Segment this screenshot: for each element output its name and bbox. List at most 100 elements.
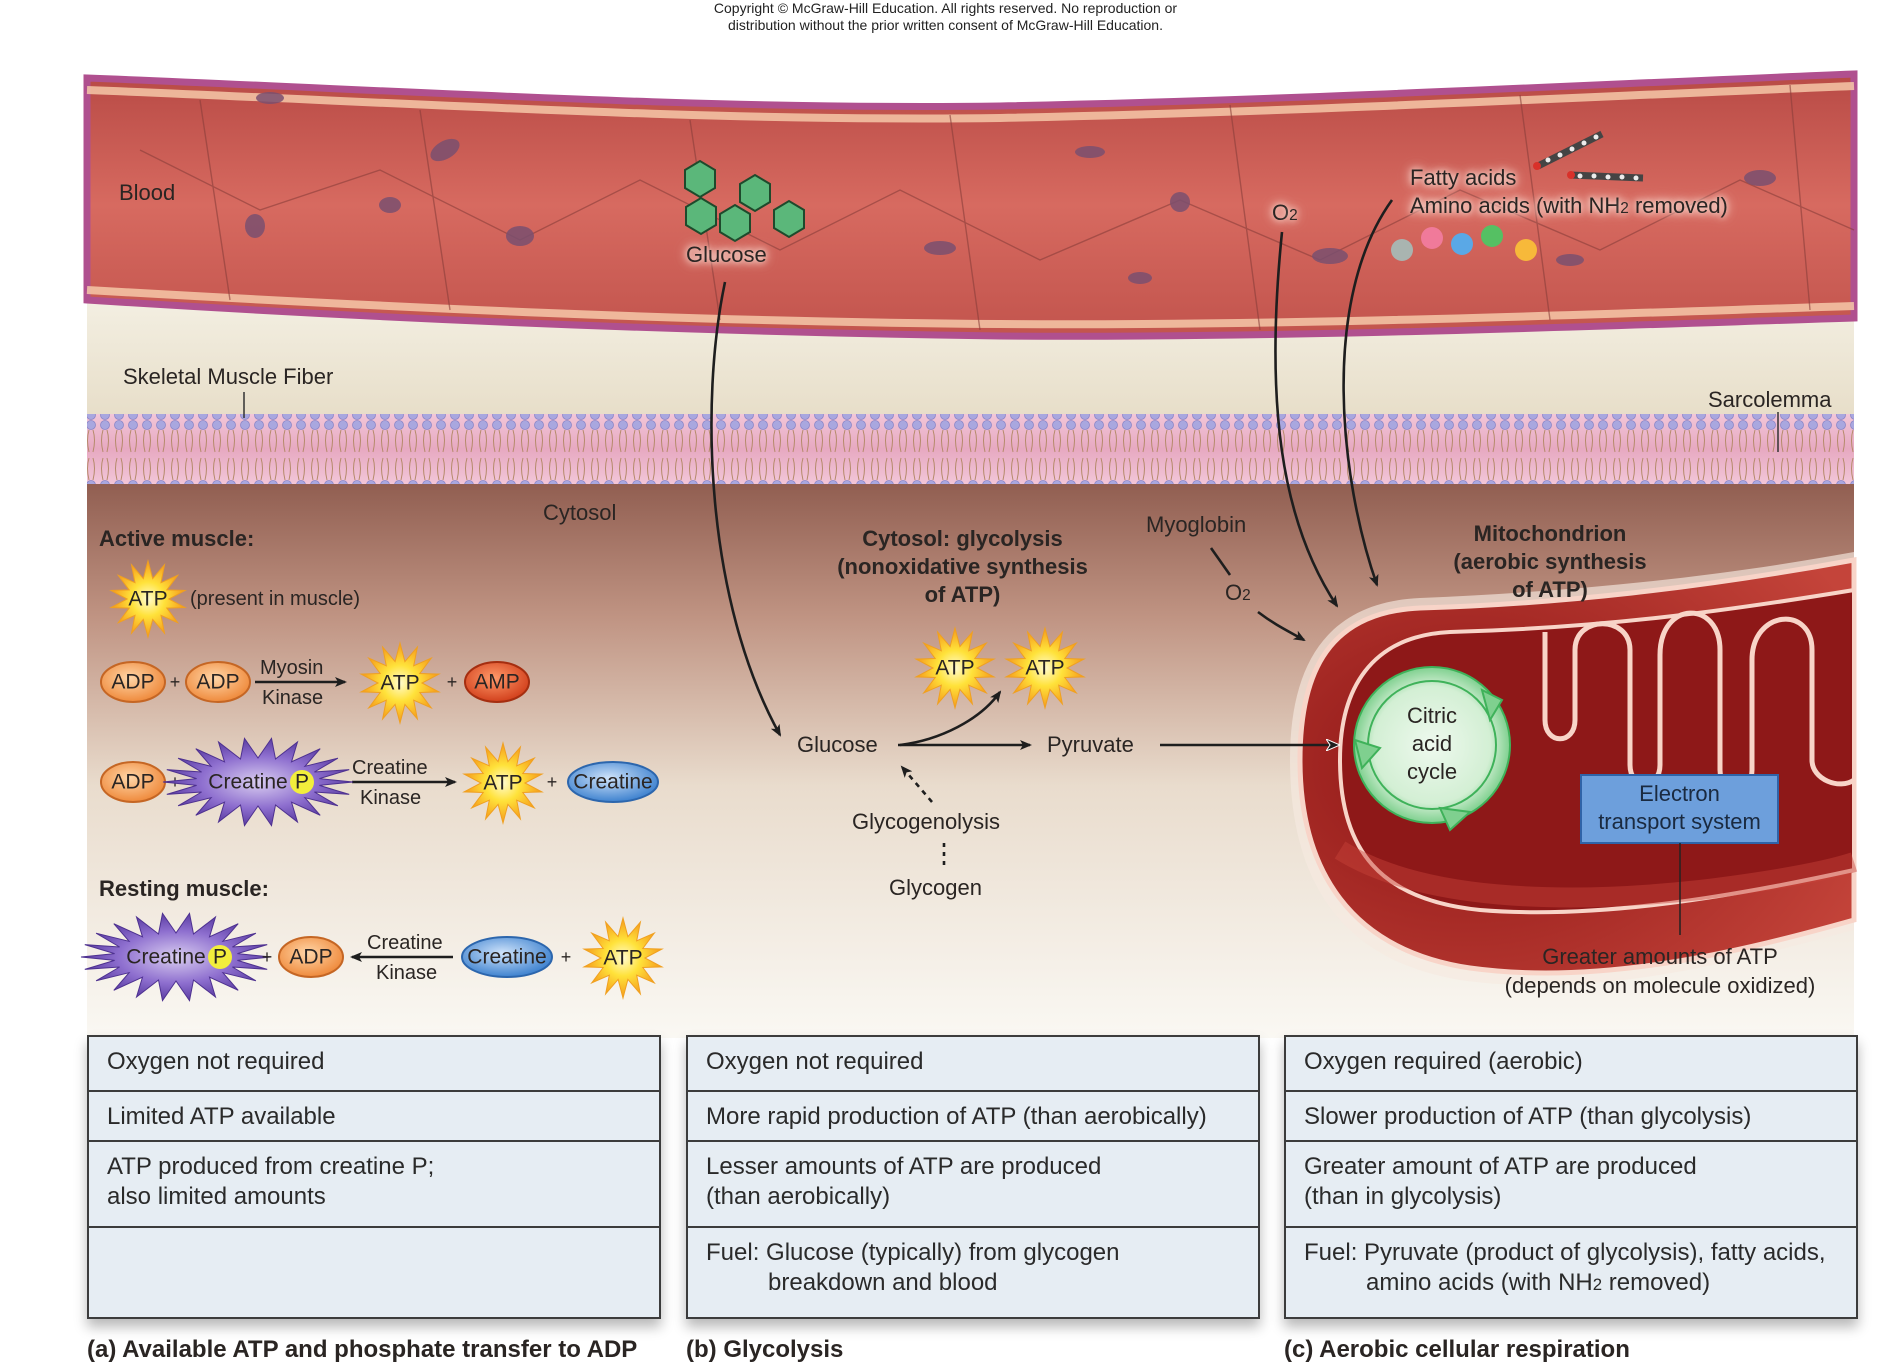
table-a-row-line: ATP produced from creatine P; bbox=[107, 1153, 435, 1180]
creatine-enzyme-label: Creatine bbox=[367, 932, 443, 954]
table-b-row-line: Fuel: Glucose (typically) from glycogen bbox=[706, 1239, 1120, 1266]
table-a-row-line: also limited amounts bbox=[107, 1183, 326, 1210]
kinase-label: Kinase bbox=[262, 687, 324, 709]
atp-label: ATP bbox=[128, 588, 167, 611]
phosphate-dot-icon bbox=[208, 945, 232, 969]
atp-label: ATP bbox=[603, 947, 642, 970]
phosphate-label: P bbox=[295, 771, 309, 794]
caption-c: (c) Aerobic cellular respiration bbox=[1284, 1336, 1630, 1363]
citric-acid-cycle bbox=[1353, 666, 1511, 832]
phosphate-label: P bbox=[213, 946, 227, 969]
adp-oval-icon bbox=[100, 661, 166, 703]
amino-acids-text-end: removed) bbox=[1628, 193, 1728, 218]
citric-label-line: cycle bbox=[1406, 759, 1458, 784]
plus-sign: + bbox=[547, 772, 558, 792]
ets-label-line: transport system bbox=[1598, 809, 1761, 834]
glucose-hexagon-icon bbox=[719, 203, 751, 243]
table-a-row-empty bbox=[89, 1228, 659, 1313]
creatine-phosphate-star-icon bbox=[80, 912, 272, 1002]
amp-oval-icon bbox=[464, 661, 530, 703]
adp-oval-icon bbox=[278, 936, 344, 978]
o2-text: O bbox=[1272, 200, 1290, 225]
resting-muscle-heading: Resting muscle: bbox=[99, 876, 269, 901]
table-a-row: Limited ATP available bbox=[89, 1092, 659, 1142]
table-c-row-line: Fuel: Pyruvate (product of glycolysis), … bbox=[1304, 1239, 1826, 1266]
glycolysis-title-line: (nonoxidative synthesis bbox=[837, 554, 1088, 579]
glycogen-label: Glycogen bbox=[889, 875, 982, 900]
kinase-label: Kinase bbox=[376, 962, 438, 984]
table-b-row-line: breakdown and blood bbox=[768, 1269, 998, 1296]
fuel-text: amino acids (with NH bbox=[1366, 1269, 1593, 1296]
citric-acid-cycle-label: Citric acid cycle bbox=[1382, 702, 1482, 786]
fatty-acid-chains-icon bbox=[1533, 130, 1644, 182]
atp-star-icon bbox=[462, 741, 544, 825]
plus-sign: + bbox=[170, 672, 181, 692]
o2-text: O bbox=[1225, 580, 1243, 605]
creatine-label: Creatine bbox=[573, 771, 652, 794]
creatine-enzyme-label: Creatine bbox=[352, 757, 428, 779]
nh2-subscript: 2 bbox=[1620, 200, 1629, 217]
adp-label: ADP bbox=[289, 946, 332, 969]
glucose-hexagon-icon bbox=[684, 159, 716, 199]
creatine-label: Creatine bbox=[467, 946, 546, 969]
table-b-row: Lesser amounts of ATP are produced (than… bbox=[688, 1142, 1258, 1228]
nh2-subscript: 2 bbox=[1592, 1275, 1603, 1294]
amino-acids-label: Amino acids (with NH2 removed) bbox=[1410, 193, 1728, 219]
myoglobin-o2-arrow bbox=[1257, 610, 1306, 642]
citric-label-line: acid bbox=[1411, 731, 1453, 756]
ets-label-line: Electron bbox=[1639, 781, 1720, 806]
citric-label-line: Citric bbox=[1406, 703, 1458, 728]
plus-sign: + bbox=[262, 947, 273, 967]
cycle-arrow-icon bbox=[1480, 688, 1504, 723]
glucose-blood-label: Glucose bbox=[686, 242, 767, 267]
table-a-row: ATP produced from creatine P; also limit… bbox=[89, 1142, 659, 1228]
pathway-arrows bbox=[255, 199, 1394, 962]
mitochondrion-title-line: of ATP) bbox=[1512, 577, 1588, 602]
atp-label: ATP bbox=[380, 672, 419, 695]
glycolysis-title-line: Cytosol: glycolysis bbox=[862, 526, 1063, 551]
kinase-label: Kinase bbox=[360, 787, 422, 809]
adp-label: ADP bbox=[196, 671, 239, 694]
greater-atp-line: (depends on molecule oxidized) bbox=[1504, 973, 1816, 998]
glucose-cytosol-label: Glucose bbox=[797, 732, 878, 757]
table-c: Oxygen required (aerobic) Slower product… bbox=[1284, 1035, 1858, 1319]
greater-atp-line: Greater amounts of ATP bbox=[1542, 944, 1778, 969]
fatty-acids-label: Fatty acids bbox=[1410, 165, 1517, 190]
active-muscle-heading: Active muscle: bbox=[99, 526, 255, 551]
amp-label: AMP bbox=[474, 671, 520, 694]
creatine-phosphate-star-icon bbox=[162, 737, 354, 827]
creatine-oval-icon bbox=[567, 761, 659, 803]
atp-star-icon bbox=[582, 916, 664, 1000]
table-b-row-line: (than aerobically) bbox=[706, 1183, 891, 1210]
glycogenolysis-label: Glycogenolysis bbox=[852, 809, 1000, 834]
atp-label: ATP bbox=[935, 657, 974, 680]
table-a: Oxygen not required Limited ATP availabl… bbox=[87, 1035, 661, 1319]
caption-a: (a) Available ATP and phosphate transfer… bbox=[87, 1336, 638, 1363]
atp-present-label: (present in muscle) bbox=[190, 588, 361, 610]
atp-label: ATP bbox=[483, 772, 522, 795]
atp-star-icon bbox=[914, 626, 996, 710]
myosin-label: Myosin bbox=[260, 657, 324, 679]
cycle-arrow-icon bbox=[1438, 806, 1473, 832]
table-c-row: Slower production of ATP (than glycolysi… bbox=[1286, 1092, 1856, 1142]
table-c-row-line: (than in glycolysis) bbox=[1304, 1183, 1502, 1210]
creatine-p-label: Creatine bbox=[126, 946, 205, 969]
glucose-hexagon-icon bbox=[773, 199, 805, 239]
table-a-row: Oxygen not required bbox=[89, 1037, 659, 1092]
atp-star-icon bbox=[109, 559, 187, 639]
table-b-row: Fuel: Glucose (typically) from glycogen … bbox=[688, 1228, 1258, 1313]
sarcolemma-membrane bbox=[87, 414, 1854, 484]
adp-label: ADP bbox=[111, 771, 154, 794]
o2-entry-arrow bbox=[1274, 231, 1339, 608]
glucose-molecules bbox=[684, 159, 805, 243]
amino-acids-text: Amino acids (with NH bbox=[1410, 193, 1621, 218]
o2-subscript: 2 bbox=[1242, 587, 1251, 604]
blood-label: Blood bbox=[119, 180, 176, 205]
adp-label: ADP bbox=[111, 671, 154, 694]
mitochondrion-title-line: (aerobic synthesis bbox=[1453, 549, 1647, 574]
table-c-row: Oxygen required (aerobic) bbox=[1286, 1037, 1856, 1092]
glucose-to-atp-arrow bbox=[899, 690, 1002, 747]
o2-cytosol-label: O2 bbox=[1225, 580, 1251, 606]
table-c-row: Greater amount of ATP are produced (than… bbox=[1286, 1142, 1856, 1228]
